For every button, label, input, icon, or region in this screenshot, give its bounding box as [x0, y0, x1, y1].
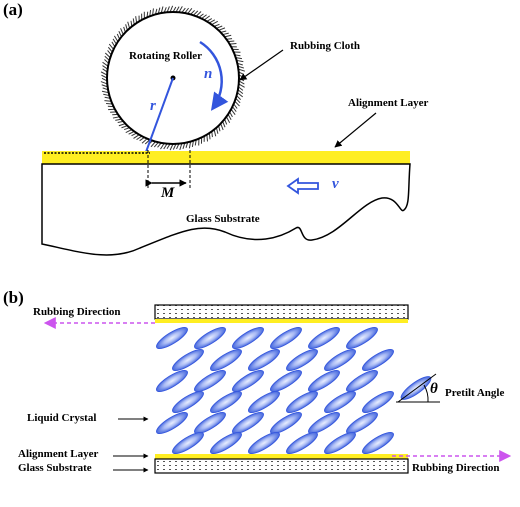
lc-molecule [232, 411, 264, 435]
cloth-leader-arrow [239, 49, 284, 81]
rubbing-label-bottom: Rubbing Direction [412, 462, 500, 474]
panel-a-tag: (a) [3, 0, 23, 19]
lc-molecule [270, 369, 302, 393]
radius-line [145, 77, 174, 153]
lc-molecule [324, 390, 356, 414]
lc-molecule [232, 369, 264, 393]
lc-molecule [286, 348, 318, 372]
lc-molecule [308, 369, 340, 393]
lc-molecule [270, 411, 302, 435]
lc-molecule [194, 411, 226, 435]
panel-a [41, 5, 411, 256]
panel-b [43, 304, 512, 474]
top-alignment-layer [155, 319, 408, 323]
lc-molecule [248, 348, 280, 372]
lc-molecule [308, 411, 340, 435]
lc-molecule [362, 348, 394, 372]
lc-molecule [248, 431, 280, 455]
symbol-n: n [204, 66, 213, 82]
glass-label-b: Glass Substrate [18, 462, 92, 474]
lc-molecule [346, 326, 378, 350]
panel-b-tag: (b) [3, 288, 24, 307]
pretilt-label: Pretilt Angle [445, 387, 505, 399]
cloth-label: Rubbing Cloth [290, 40, 361, 52]
alignment-label-a: Alignment Layer [348, 97, 429, 109]
symbol-r: r [150, 98, 156, 114]
lc-molecule [362, 431, 394, 455]
pretilt-axis [397, 373, 437, 403]
lc-molecule [270, 326, 302, 350]
lc-molecule [346, 369, 378, 393]
rubbing-label-top: Rubbing Direction [33, 306, 121, 318]
lc-molecule [362, 390, 394, 414]
bottom-alignment-layer [155, 454, 408, 459]
bottom-glass-plate [154, 458, 409, 474]
lc-molecule [210, 348, 242, 372]
liquid-crystal-molecules [156, 326, 432, 455]
lc-molecule [172, 390, 204, 414]
symbol-v: v [332, 176, 339, 192]
lc-molecule [324, 348, 356, 372]
lc-molecule [156, 326, 188, 350]
lc-molecule [248, 390, 280, 414]
lc-molecule [194, 369, 226, 393]
lc-molecule [210, 431, 242, 455]
lc-molecule [286, 390, 318, 414]
top-glass-plate [154, 304, 409, 320]
velocity-arrow [286, 177, 319, 195]
alignment-leader-arrow [334, 112, 377, 148]
glass-label-a: Glass Substrate [186, 213, 260, 225]
lc-molecule [286, 431, 318, 455]
lc-molecule [210, 390, 242, 414]
lc-molecule [346, 411, 378, 435]
lc-molecule [156, 369, 188, 393]
pretilt-arc [423, 384, 429, 403]
symbol-theta: θ [430, 381, 438, 397]
glass-substrate-a [41, 163, 411, 256]
rotation-arrow [199, 40, 229, 111]
lc-molecule [324, 431, 356, 455]
lc-molecule [194, 326, 226, 350]
lc-molecule [172, 431, 204, 455]
symbol-M: M [161, 185, 175, 201]
alignment-layer-a [42, 151, 410, 164]
lc-molecule [308, 326, 340, 350]
lc-molecule [172, 348, 204, 372]
lc-molecule [232, 326, 264, 350]
roller-label: Rotating Roller [129, 50, 203, 62]
lc-molecule [156, 411, 188, 435]
lc-label: Liquid Crystal [27, 412, 97, 424]
alignment-label-b: Alignment Layer [18, 448, 99, 460]
